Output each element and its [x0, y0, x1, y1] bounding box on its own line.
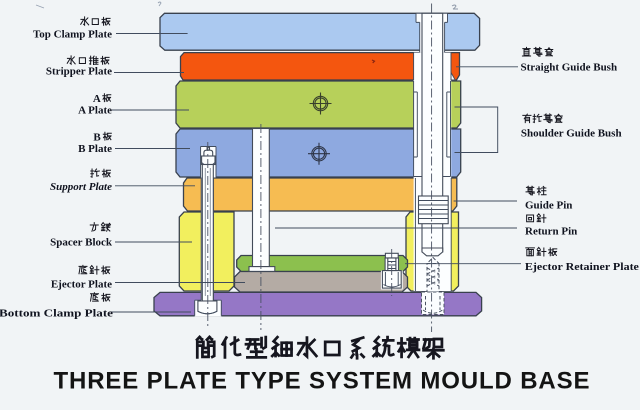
svg-text:Bottom Clamp Plate: Bottom Clamp Plate — [0, 307, 113, 319]
svg-text:Guide Pin: Guide Pin — [525, 199, 572, 211]
svg-text:A: A — [93, 93, 101, 105]
svg-text:Top Clamp Plate: Top Clamp Plate — [33, 29, 112, 41]
svg-text:Spacer Block: Spacer Block — [50, 236, 113, 248]
svg-text:Stripper Plate: Stripper Plate — [46, 66, 112, 78]
svg-text:Ejector Retainer Plate: Ejector Retainer Plate — [525, 261, 639, 273]
svg-text:B Plate: B Plate — [78, 143, 112, 155]
svg-text:Support Plate: Support Plate — [50, 181, 112, 193]
svg-text:Ejector Plate: Ejector Plate — [51, 279, 112, 291]
svg-text:Return Pin: Return Pin — [525, 225, 577, 237]
svg-text:THREE PLATE TYPE SYSTEM MOULD: THREE PLATE TYPE SYSTEM MOULD BASE — [54, 367, 590, 394]
svg-text:Shoulder Guide Bush: Shoulder Guide Bush — [521, 127, 622, 139]
svg-text:A Plate: A Plate — [78, 104, 112, 116]
svg-text:B: B — [93, 131, 101, 143]
svg-text:Straight Guide Bush: Straight Guide Bush — [521, 61, 618, 73]
